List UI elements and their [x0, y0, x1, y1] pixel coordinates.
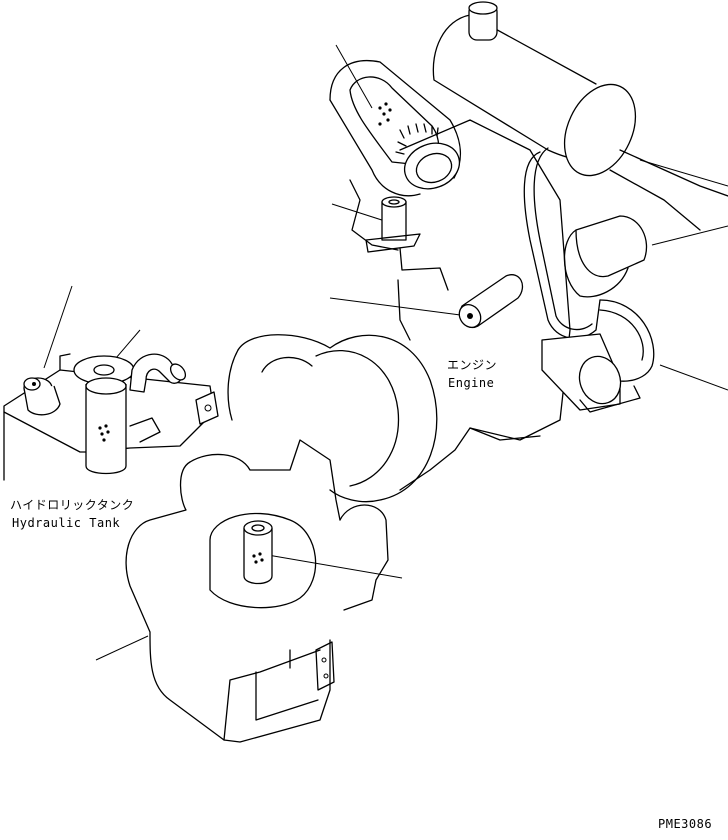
engine-block	[227, 119, 571, 503]
leader-fan-belt	[651, 225, 728, 246]
leader-transmission-filter	[261, 553, 403, 579]
transmission	[125, 439, 389, 743]
leader-breather	[43, 285, 73, 369]
drawing-number: PME3086	[658, 817, 713, 831]
fan-pulley	[575, 215, 648, 278]
air-cleaner	[329, 60, 462, 197]
fuel-filter-body	[381, 201, 407, 241]
fuel-filter	[365, 196, 421, 253]
muffler	[432, 1, 637, 177]
leader-fuel-filter	[331, 203, 389, 223]
oil-filter	[458, 274, 523, 329]
leader-radiator-top	[639, 159, 728, 187]
hydraulic-tank-label-jp: ハイドロリックタンク	[10, 498, 135, 512]
leader-alternator	[659, 364, 728, 391]
hydraulic-tank-label-en: Hydraulic Tank	[12, 516, 121, 530]
fan-belt-assembly	[523, 147, 728, 413]
leader-air-cleaner	[335, 44, 373, 109]
engine-label-jp: エンジン	[447, 358, 498, 372]
hydraulic-tank	[3, 353, 219, 481]
engine-label-en: Engine	[448, 376, 495, 390]
leader-transmission	[95, 635, 149, 661]
